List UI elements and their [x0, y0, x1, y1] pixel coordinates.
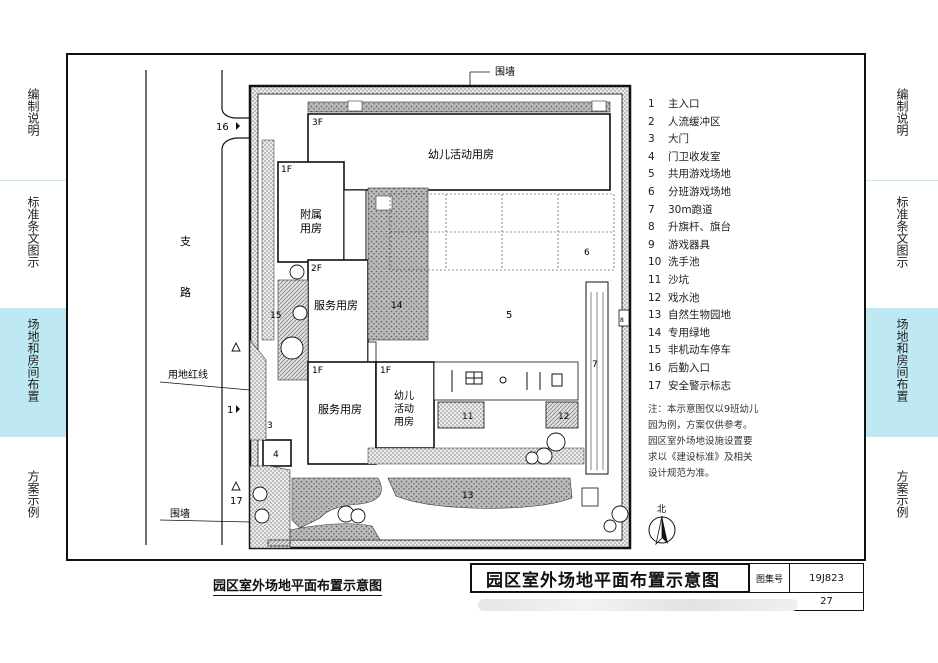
- marker-8: 8: [620, 317, 624, 324]
- wall-left-label: 围墙: [170, 507, 190, 520]
- sandpit: [437, 401, 485, 429]
- child-label-3: 用房: [394, 415, 414, 428]
- north-label: 北: [657, 504, 666, 515]
- child-label-2: 活动: [394, 403, 414, 415]
- service-bottom-label: 服务用房: [318, 403, 362, 416]
- atlas-code: 19J823: [790, 563, 864, 593]
- equipment-icons: [451, 370, 563, 392]
- west-strip: [261, 139, 275, 341]
- green-14: [367, 187, 429, 341]
- side-tab-4-right[interactable]: 方案示例: [895, 470, 909, 518]
- marker-7: 7: [592, 360, 598, 370]
- marker-5: 5: [506, 310, 512, 321]
- side-tab-1-right[interactable]: 编制说明: [895, 88, 909, 136]
- entry-buffer: [249, 339, 267, 441]
- service-top-floor: 2F: [311, 264, 322, 274]
- child-label-1: 幼儿: [394, 389, 414, 402]
- service-building-bottom: 1F 服务用房: [307, 361, 377, 465]
- trees: [252, 264, 629, 533]
- marker-4: 4: [273, 450, 279, 460]
- note-text: 注：本示意图仅以9班幼儿园为例，方案仅供参考。园区室外场地设施设置要求以《建设标…: [648, 404, 759, 479]
- marker-13: 13: [462, 491, 473, 501]
- marker-14b: 14: [391, 301, 403, 311]
- marker-11: 11: [462, 412, 473, 422]
- bike-parking: [277, 279, 309, 381]
- side-tab-2-right[interactable]: 标准条文图示: [895, 196, 909, 268]
- title-block-title: 园区室外场地平面布置示意图: [470, 563, 750, 593]
- activity-label: 幼儿活动用房: [428, 148, 494, 161]
- marker-16: 16: [216, 122, 229, 133]
- nature-garden: [289, 477, 573, 541]
- drawing-frame: [66, 53, 866, 561]
- pool: [545, 401, 579, 429]
- redacted-strip: [478, 599, 798, 611]
- flag-stage: [618, 309, 630, 327]
- north-arrow: 北: [648, 504, 676, 546]
- marker-17: 17: [230, 496, 243, 507]
- annex-building: 1F 附属 用房: [277, 161, 367, 263]
- activity-building: 3F 幼儿活动用房: [307, 113, 611, 191]
- road: 支 路: [145, 70, 250, 545]
- north-hedge: [307, 101, 611, 113]
- child-building: 1F 幼儿 活动 用房: [375, 361, 435, 449]
- service-top-label: 服务用房: [314, 299, 358, 312]
- class-play-area: [389, 193, 615, 271]
- drawing-caption: 园区室外场地平面布置示意图: [213, 575, 383, 596]
- side-tab-4[interactable]: 方案示例: [26, 470, 40, 518]
- child-floor: 1F: [380, 366, 391, 376]
- side-tab-3[interactable]: 场地和房间布置: [0, 308, 66, 436]
- service-building-top: 2F 服务用房: [307, 259, 377, 365]
- side-nav-right: 编制说明 标准条文图示 场地和房间布置 方案示例: [866, 56, 938, 562]
- redline-label: 用地红线: [168, 368, 208, 381]
- wall-top-label: 围墙: [495, 65, 515, 78]
- annex-label-2: 用房: [300, 222, 322, 235]
- gatehouse: [262, 439, 292, 467]
- side-tab-2[interactable]: 标准条文图示: [26, 196, 40, 268]
- marker-15: 15: [270, 311, 281, 321]
- marker-12: 12: [558, 412, 569, 422]
- marker-1: 1: [227, 405, 233, 416]
- annex-label-1: 附属: [300, 207, 322, 221]
- side-tab-1[interactable]: 编制说明: [26, 88, 40, 136]
- page-number: 27: [790, 593, 864, 611]
- runway: 7: [585, 281, 609, 475]
- side-tab-3-right[interactable]: 场地和房间布置: [866, 308, 938, 436]
- service-bottom-floor: 1F: [312, 366, 323, 376]
- road-label-1: 支: [180, 235, 191, 248]
- activity-floor: 3F: [312, 118, 323, 128]
- marker-6: 6: [584, 248, 590, 258]
- road-label-2: 路: [180, 286, 191, 299]
- title-block: 园区室外场地平面布置示意图 图集号 19J823 27: [470, 563, 864, 611]
- side-nav-left: 编制说明 标准条文图示 场地和房间布置 方案示例: [0, 56, 66, 562]
- marker-3: 3: [267, 421, 273, 431]
- annex-floor: 1F: [281, 165, 292, 175]
- atlas-label: 图集号: [750, 563, 790, 593]
